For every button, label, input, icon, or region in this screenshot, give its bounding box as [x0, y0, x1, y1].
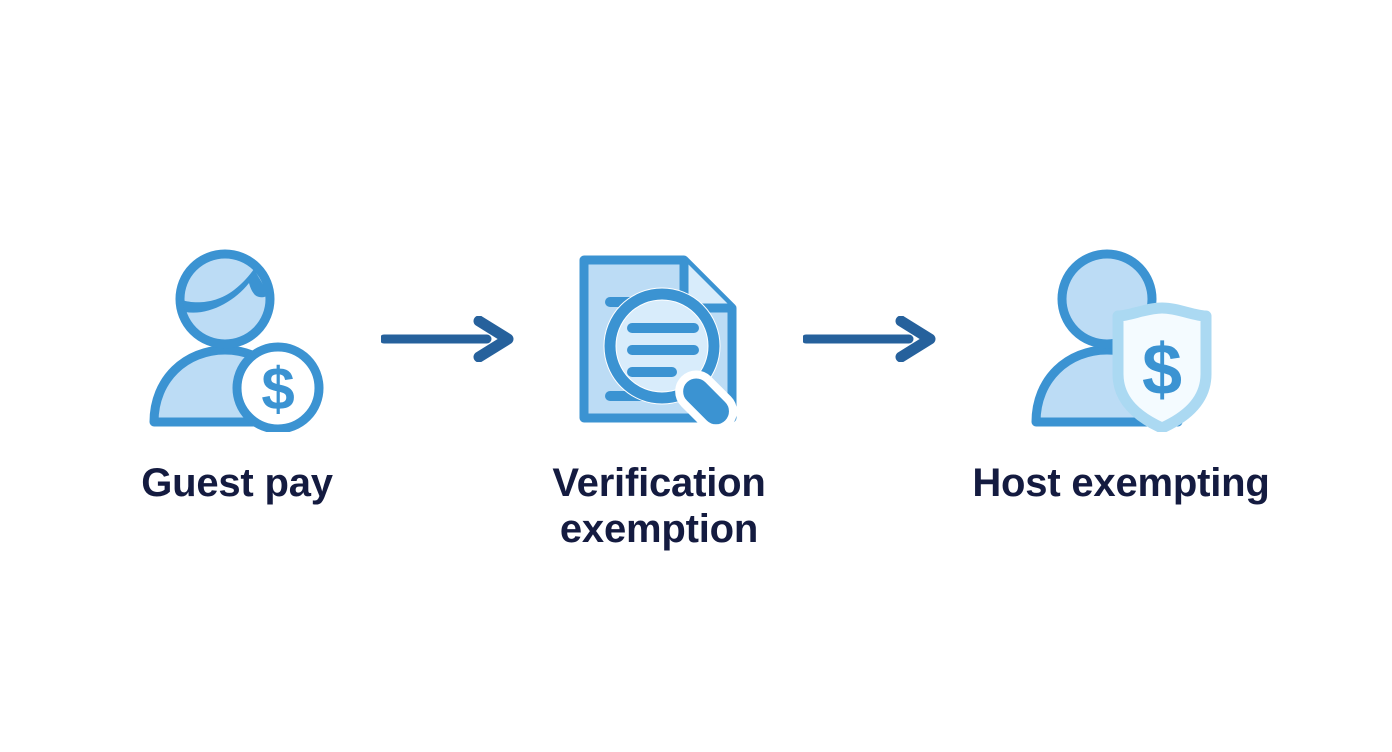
- person-with-dollar-shield-icon: $: [1021, 244, 1221, 434]
- svg-text:$: $: [261, 356, 294, 423]
- arrow-right-icon: [381, 316, 514, 362]
- flow-step-1-label: Guest pay: [141, 461, 333, 505]
- flow-step-2: Verification exemption: [534, 244, 784, 553]
- flow-connector-2: [784, 244, 956, 434]
- arrow-right-icon: [803, 316, 936, 362]
- flow-step-3: $ Host exempting: [956, 244, 1286, 506]
- flow-step-1: $ Guest pay: [112, 244, 362, 506]
- flow-connector-1: [362, 244, 534, 434]
- svg-text:$: $: [1142, 330, 1182, 410]
- flow-step-2-label: Verification exemption: [552, 461, 766, 552]
- document-with-magnifier-icon: [559, 244, 759, 434]
- person-with-dollar-coin-icon: $: [137, 244, 337, 434]
- flow-step-3-label: Host exempting: [972, 461, 1270, 505]
